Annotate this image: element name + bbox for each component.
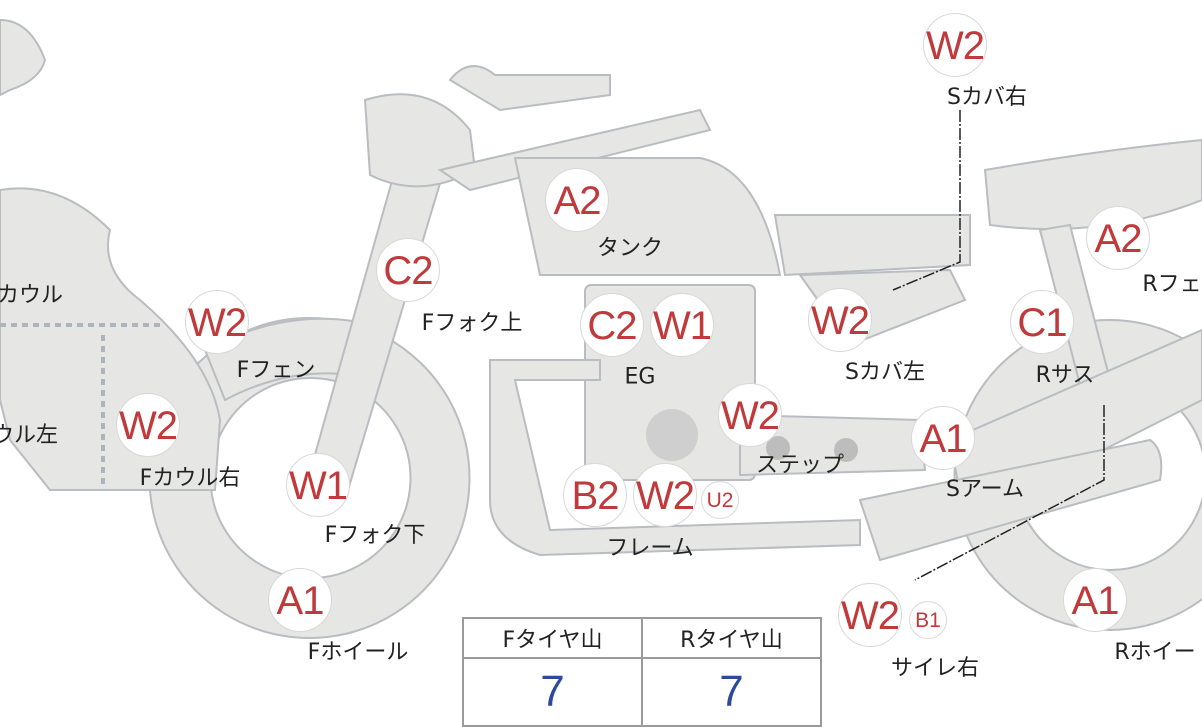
rating-badge-f-wheel: A1 xyxy=(268,568,332,632)
rear-tire-header: Rタイヤ山 xyxy=(641,617,822,659)
front-tire-value: 7 xyxy=(462,657,643,727)
rating-badge-f-fork-lower: W1 xyxy=(286,453,350,517)
label-f-cowl-right: Fカウル右 xyxy=(139,466,241,491)
label-f-fork-lower: Fフォク下 xyxy=(324,523,426,548)
label-cowl-left: ウル左 xyxy=(0,423,59,448)
label-s-cover-right: Sカバ右 xyxy=(947,85,1027,110)
rating-badge-frame-1: B2 xyxy=(563,463,627,527)
headlight-shape xyxy=(363,93,477,188)
tire-tread-table: Fタイヤ山 Rタイヤ山 7 7 xyxy=(462,617,822,727)
label-r-fender: Rフェ xyxy=(1142,272,1202,297)
rating-badge-step: W2 xyxy=(718,383,782,447)
label-engine: EG xyxy=(624,364,656,390)
rating-badge-r-suspension: C1 xyxy=(1010,290,1074,354)
rating-badge-s-cover-right: W2 xyxy=(923,13,987,77)
rating-badge-frame-2: W2 xyxy=(633,463,697,527)
label-r-wheel: Rホイー xyxy=(1114,640,1196,665)
rating-badge-f-fork-upper: C2 xyxy=(376,238,440,302)
label-tank: タンク xyxy=(596,236,664,261)
label-f-fork-upper: Fフォク上 xyxy=(421,311,523,336)
rating-badge-silencer-right-1: W2 xyxy=(838,583,902,647)
rating-badge-r-fender: A2 xyxy=(1086,206,1150,270)
seat-shape xyxy=(773,214,971,277)
silencer-shape xyxy=(858,438,1163,562)
label-swing-arm: Sアーム xyxy=(946,477,1024,502)
rating-badge-silencer-right-2: B1 xyxy=(909,601,947,639)
frame-top-shape xyxy=(437,108,712,192)
rating-badge-f-fender: W2 xyxy=(185,290,249,354)
label-step: ステップ xyxy=(755,453,845,478)
cowl-top-shape xyxy=(0,18,47,97)
step-shape xyxy=(739,413,927,477)
label-frame: フレーム xyxy=(606,536,694,561)
rating-badge-f-cowl-right: W2 xyxy=(116,393,180,457)
rating-badge-swing-arm: A1 xyxy=(911,406,975,470)
label-s-cover-left: Sカバ左 xyxy=(845,360,925,385)
label-f-wheel: Fホイール xyxy=(307,640,409,665)
frame-loop-shape xyxy=(489,359,861,557)
label-r-suspension: Rサス xyxy=(1035,363,1095,388)
handlebar-shape xyxy=(448,65,611,112)
label-cowl: カウル xyxy=(0,283,64,308)
rating-badge-tank: A2 xyxy=(545,168,609,232)
label-f-fender: Fフェン xyxy=(236,358,316,383)
front-tire-header: Fタイヤ山 xyxy=(462,617,643,659)
label-silencer-right: サイレ右 xyxy=(890,656,980,681)
rating-badge-s-cover-left: W2 xyxy=(808,288,872,352)
rating-badge-engine-2: W1 xyxy=(650,293,714,357)
rating-badge-r-wheel: A1 xyxy=(1063,568,1127,632)
rating-badge-engine-1: C2 xyxy=(580,293,644,357)
rating-badge-frame-3: U2 xyxy=(701,481,739,519)
rear-tire-value: 7 xyxy=(641,657,822,727)
